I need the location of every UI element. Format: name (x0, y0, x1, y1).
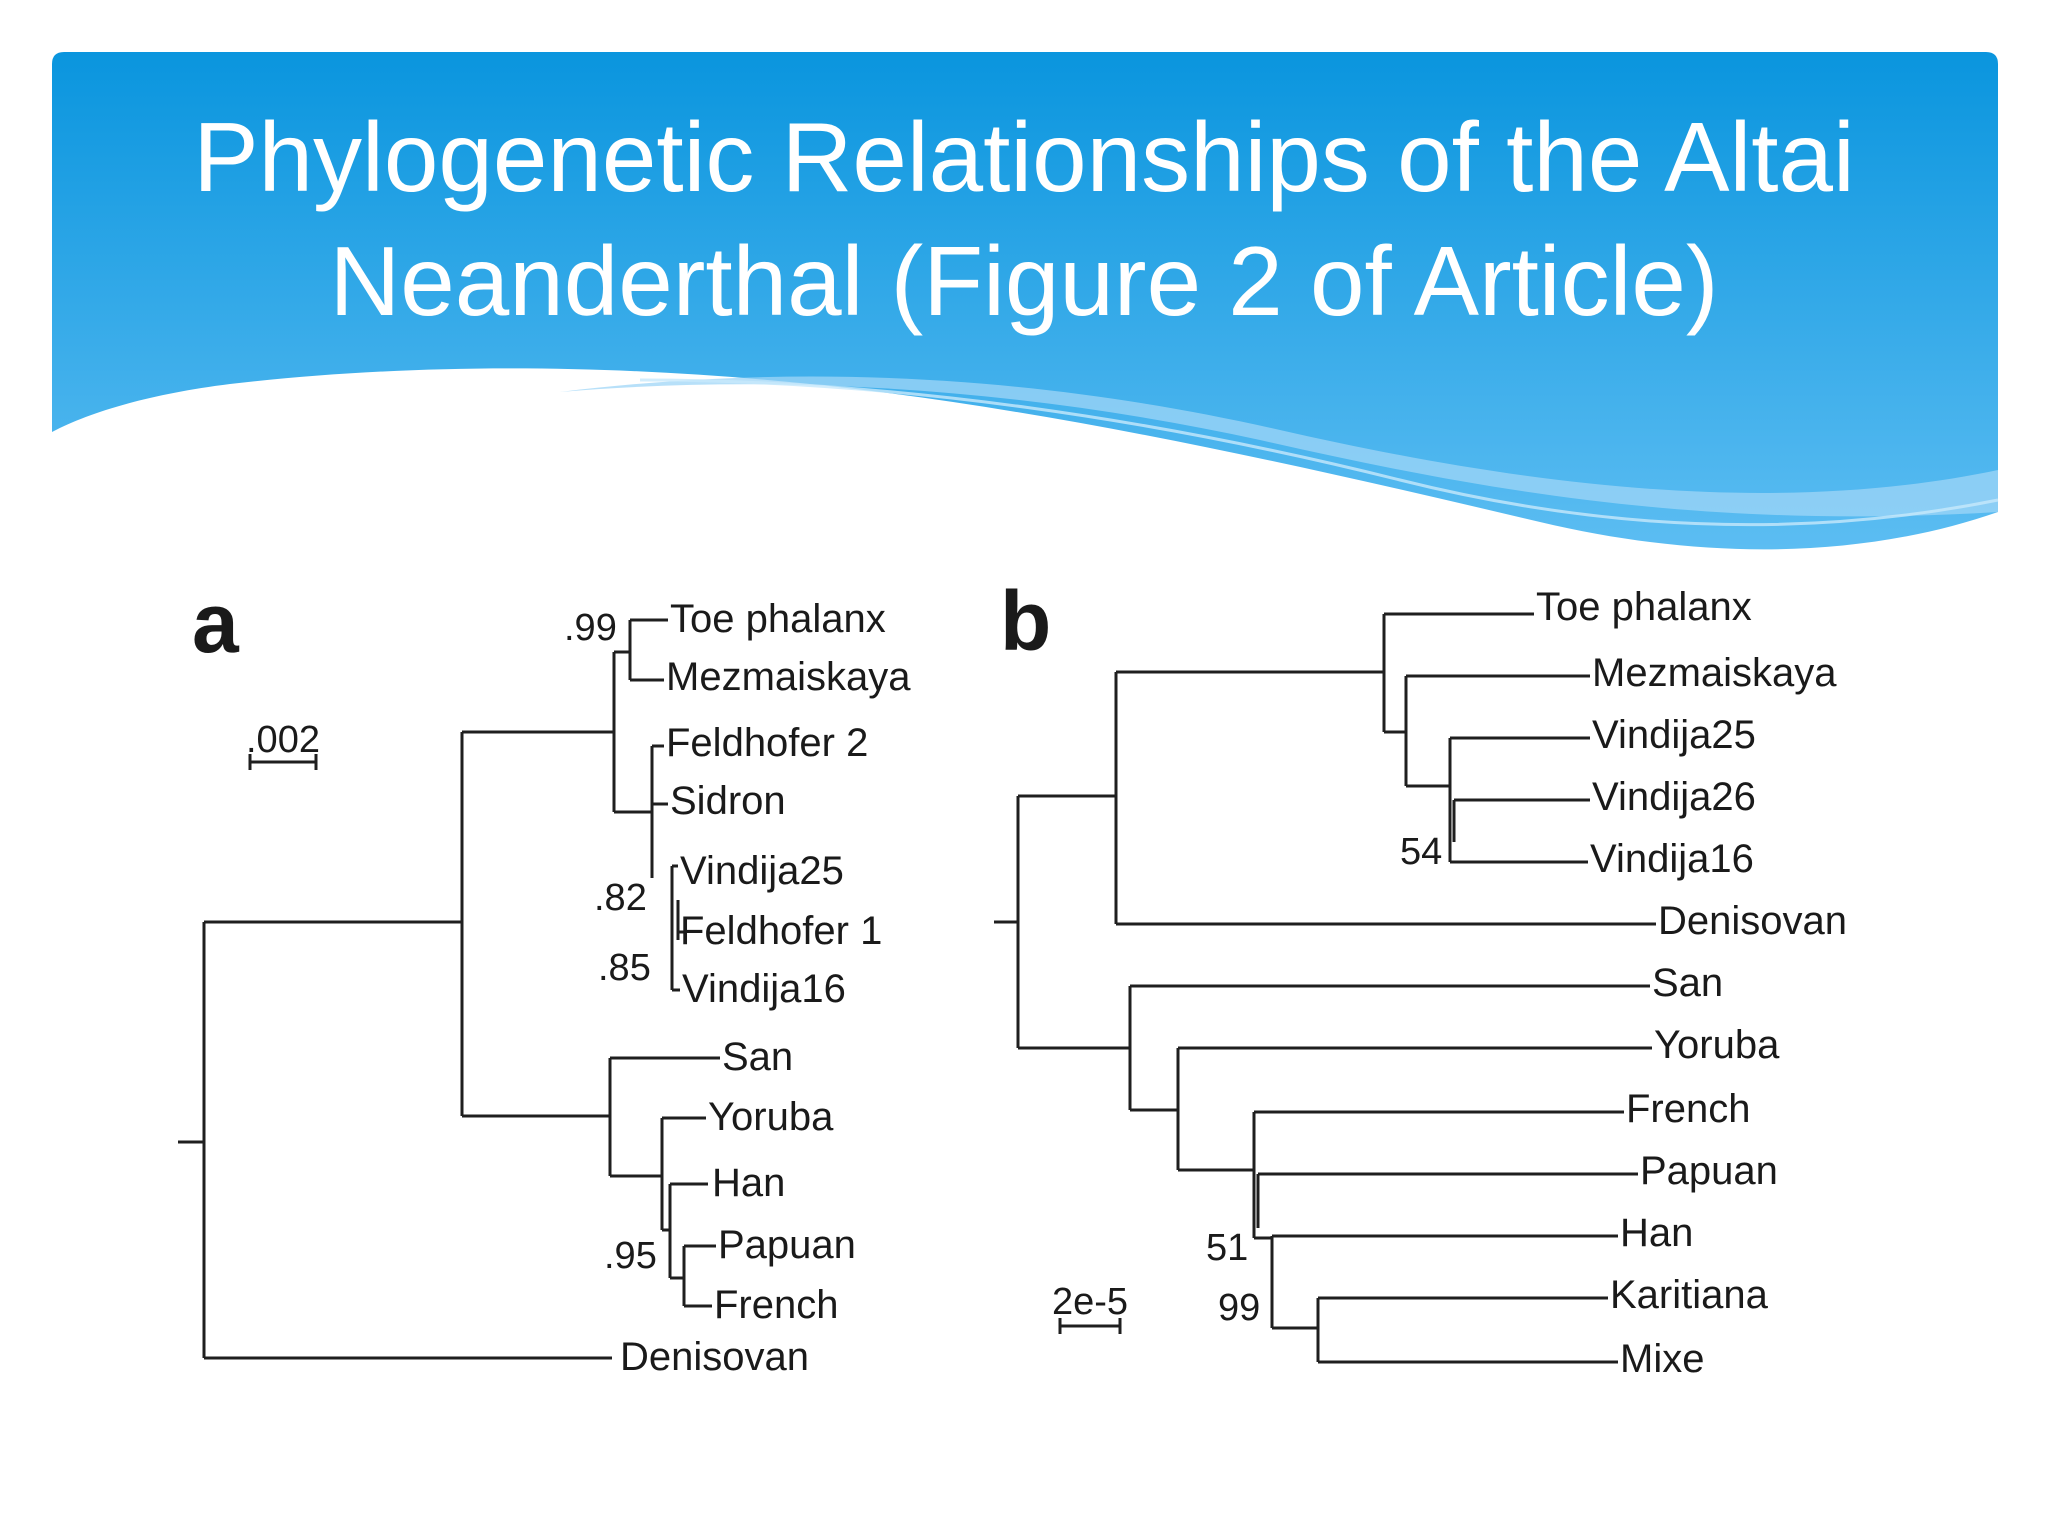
panel-b-tip-label: Vindija26 (1592, 775, 1756, 819)
panel-a-tip-label: French (714, 1283, 839, 1327)
panel-a-tip-label: Vindija16 (682, 967, 846, 1011)
panel-b-label: b (1000, 574, 1051, 668)
panel-a-tip-label: San (722, 1035, 793, 1079)
panel-b-support-value: 51 (1206, 1227, 1248, 1269)
panel-b-tip-label: Mixe (1620, 1337, 1704, 1381)
panel-b-tip-label: Toe phalanx (1536, 585, 1752, 629)
panel-b-tip-label: Mezmaiskaya (1592, 651, 1837, 695)
wave-light-band (560, 376, 1998, 517)
panel-b-tip-label: Yoruba (1654, 1023, 1780, 1067)
panel-a-tip-label: Mezmaiskaya (666, 655, 911, 699)
panel-b-tip-label: French (1626, 1087, 1751, 1131)
panel-b-tip-label: Karitiana (1610, 1273, 1769, 1317)
panel-b-tip-label: Denisovan (1658, 899, 1847, 943)
panel-b-tip-label: Papuan (1640, 1149, 1778, 1193)
header-background (52, 52, 1998, 550)
panel-a-scale-bar (248, 754, 318, 770)
panel-a-label: a (192, 576, 240, 670)
panel-a: a .002 (178, 576, 911, 1379)
panel-a-support-value: .99 (564, 607, 617, 649)
panel-b: b 2e-5 (994, 574, 1847, 1381)
panel-a-tip-label: Han (712, 1161, 785, 1205)
panel-a-tip-label: Vindija25 (680, 849, 844, 893)
header-banner (52, 52, 1999, 550)
wave-highlight-line (639, 378, 1999, 527)
panel-a-tip-label: Toe phalanx (670, 597, 886, 641)
panel-a-tip-label: Denisovan (620, 1335, 809, 1379)
panel-b-support-value: 54 (1400, 831, 1442, 873)
panel-b-scale-bar (1058, 1318, 1122, 1334)
panel-a-support-value: .95 (604, 1235, 657, 1277)
panel-a-support-value: .82 (594, 877, 647, 919)
panel-a-tip-label: Yoruba (708, 1095, 834, 1139)
panel-b-tip-label: Vindija25 (1592, 713, 1756, 757)
panel-b-tip-label: Han (1620, 1211, 1693, 1255)
panel-b-tip-label: San (1652, 961, 1723, 1005)
panel-b-tip-label: Vindija16 (1590, 837, 1754, 881)
panel-a-tip-label: Feldhofer 1 (680, 909, 882, 953)
slide-title: Phylogenetic Relationships of the Altai … (193, 102, 1855, 336)
panel-a-support-value: .85 (598, 947, 651, 989)
panel-a-tip-label: Sidron (670, 779, 786, 823)
panel-b-support-value: 99 (1218, 1287, 1260, 1329)
panel-a-scale-label: .002 (246, 719, 320, 761)
panel-a-tip-label: Feldhofer 2 (666, 721, 868, 765)
panel-b-scale-label: 2e-5 (1052, 1281, 1128, 1323)
panel-a-tip-label: Papuan (718, 1223, 856, 1267)
